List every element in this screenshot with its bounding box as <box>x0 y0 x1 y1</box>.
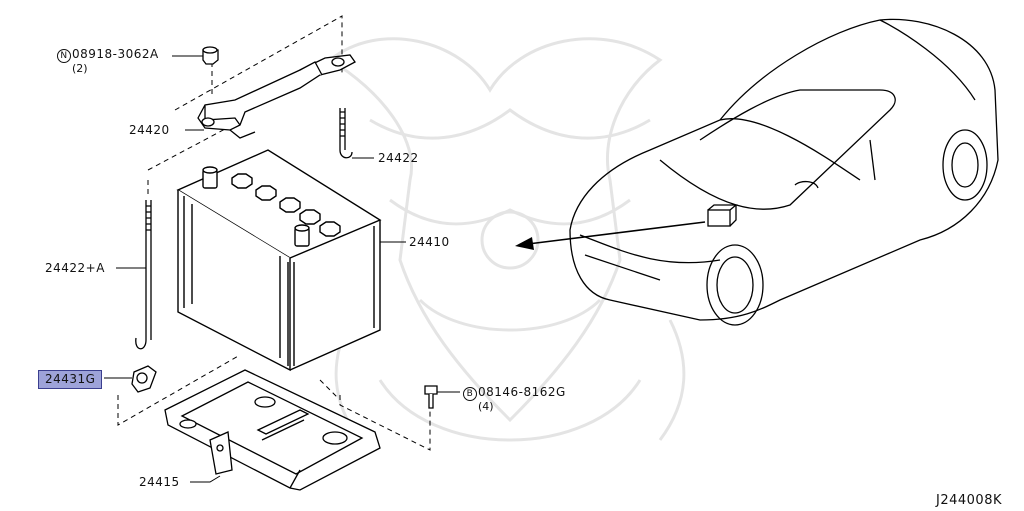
leader-lines <box>104 55 460 483</box>
battery-tray <box>164 369 381 491</box>
callout-24410: 24410 <box>409 235 450 249</box>
callout-24415: 24415 <box>139 475 180 489</box>
nut-symbol-icon: N <box>57 49 71 63</box>
callout-08918-qty: (2) <box>72 62 88 75</box>
callout-08146-code: 08146-8162G <box>478 385 566 399</box>
location-arrow <box>515 221 706 250</box>
callout-24431g-highlighted[interactable]: 24431G <box>38 370 103 389</box>
watermark-emblem <box>327 37 686 442</box>
flange-nut <box>202 46 219 65</box>
car-illustration <box>569 18 999 326</box>
callout-24420: 24420 <box>129 123 170 137</box>
bolt-symbol-icon: B <box>463 387 477 401</box>
bolt <box>424 385 438 409</box>
battery <box>176 149 382 372</box>
hold-down-rod <box>339 108 353 159</box>
battery-clip <box>131 365 157 393</box>
callout-24422a: 24422+A <box>45 261 105 275</box>
diagram-code: J244008K <box>936 493 1002 508</box>
hold-down-rod-a <box>135 200 152 350</box>
battery-hold-down-frame <box>197 54 356 139</box>
callout-24422: 24422 <box>378 151 419 165</box>
callout-08918-code: 08918-3062A <box>72 47 159 61</box>
callout-08146-qty: (4) <box>478 400 494 413</box>
assembly-lines <box>117 15 431 451</box>
